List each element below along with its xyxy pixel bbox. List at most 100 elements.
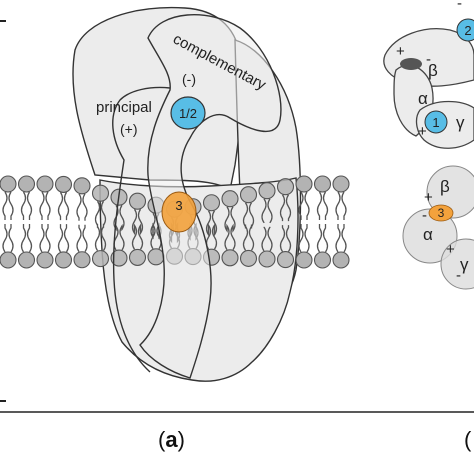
lipid-tail — [248, 202, 255, 229]
lipid-tail — [20, 224, 27, 253]
lipid-tail — [224, 223, 230, 251]
lipid-tail — [205, 210, 212, 237]
lipid-head — [313, 251, 332, 269]
lipid-head — [332, 251, 350, 269]
lipid-tail — [298, 224, 304, 253]
lipid-head — [73, 251, 91, 269]
lipid-head — [202, 194, 221, 212]
gamma-subunit-disc — [440, 238, 474, 290]
lipid-head — [258, 250, 276, 268]
plus-sign-1: + — [396, 43, 405, 60]
principal-subunit — [112, 86, 171, 373]
principal-label: principal — [96, 99, 152, 116]
lipid-tail — [45, 224, 51, 253]
site-1-marker — [424, 110, 448, 134]
lipid-tail — [261, 198, 267, 224]
lipid-tail — [267, 198, 273, 224]
binding-site-3-label: 3 — [175, 198, 182, 213]
lipid-tail — [261, 226, 267, 252]
lipid-head — [36, 175, 54, 193]
lipid-tail — [248, 224, 255, 251]
caption-a-open: ( — [158, 427, 166, 452]
lipid-tail — [57, 192, 64, 221]
lipid-head — [17, 251, 36, 269]
beta-label-bottom: β — [440, 177, 450, 196]
lipid-tail — [131, 208, 138, 236]
complementary-sign: (-) — [182, 71, 196, 87]
lipid-tail — [316, 224, 323, 253]
lipid-head — [221, 190, 239, 208]
lipid-tail — [322, 191, 329, 220]
alpha-label-bottom: α — [423, 225, 433, 244]
lipid-tail — [230, 223, 236, 251]
caption-b-open: ( — [464, 427, 472, 452]
site-1-label: 1 — [432, 115, 439, 130]
site-2-label: 2 — [464, 23, 471, 38]
lipid-head — [258, 182, 276, 200]
lipid-tail — [335, 224, 341, 253]
lipid-tail — [2, 224, 8, 253]
lipid-tail — [82, 193, 88, 221]
lipid-tail — [335, 191, 341, 220]
minus-sign-3: - — [422, 207, 427, 224]
lipid-tail — [279, 225, 286, 252]
plus-sign-3: + — [424, 189, 433, 206]
lipid-head — [332, 175, 350, 193]
lipid-tail — [82, 224, 88, 253]
caption-a-close: ) — [177, 427, 185, 452]
site-2-marker — [456, 18, 474, 42]
lipid-head — [239, 186, 258, 204]
subunit-arrangement-top: 2 1 β α γ + - + - — [383, 0, 474, 149]
lipid-tail — [211, 223, 218, 250]
lipid-head — [54, 251, 73, 269]
lipid-tail — [8, 224, 14, 253]
lipid-tail — [76, 193, 82, 221]
lipid-head — [110, 249, 128, 267]
lipid-tail — [341, 191, 347, 220]
lipid-tail — [341, 224, 347, 253]
minus-sign-4: - — [456, 267, 461, 284]
caption-a: (a) — [158, 427, 185, 453]
minus-sign-1: - — [426, 51, 431, 68]
lipid-tail — [26, 224, 33, 253]
lipid-tail — [279, 194, 286, 222]
lipid-tail — [298, 191, 304, 220]
binding-site-1-2-label: 1/2 — [179, 106, 197, 121]
lipid-tail — [211, 210, 218, 237]
binding-site-1-2 — [170, 96, 206, 130]
lipid-tail — [119, 204, 125, 232]
lipid-head — [295, 251, 313, 269]
minus-sign-2: - — [457, 0, 462, 12]
lipid-tail — [94, 224, 101, 251]
lipid-tail — [267, 226, 273, 252]
lipid-tail — [20, 191, 27, 220]
subunit-arrangement-bottom: 3 β α γ + - + - — [402, 165, 474, 290]
lipid-tail — [45, 191, 51, 220]
plus-sign-4: + — [446, 241, 455, 258]
lipid-tail — [39, 191, 45, 220]
lipid-tail — [100, 224, 107, 251]
lipid-tail — [304, 224, 310, 253]
lipid-head — [313, 175, 332, 193]
dark-site-marker — [400, 58, 422, 70]
lipid-tail — [242, 224, 249, 251]
lipid-head — [91, 250, 110, 268]
lipid-tail — [150, 222, 156, 250]
site-3-small-label: 3 — [438, 206, 445, 220]
lipid-head — [239, 249, 258, 267]
binding-site-3 — [161, 191, 197, 233]
lipid-head — [128, 192, 147, 210]
lipid-head — [73, 177, 91, 195]
lipid-head — [0, 175, 17, 193]
lipid-head — [276, 178, 295, 196]
lipid-tail — [131, 223, 138, 250]
lipid-tail — [137, 223, 144, 250]
lipid-head — [295, 175, 313, 193]
lipid-tail — [242, 202, 249, 229]
lipid-tail — [230, 206, 236, 233]
lipid-tail — [285, 194, 292, 222]
lipid-tail — [304, 191, 310, 220]
lipid-tail — [137, 208, 144, 236]
lipid-tail — [57, 224, 64, 253]
